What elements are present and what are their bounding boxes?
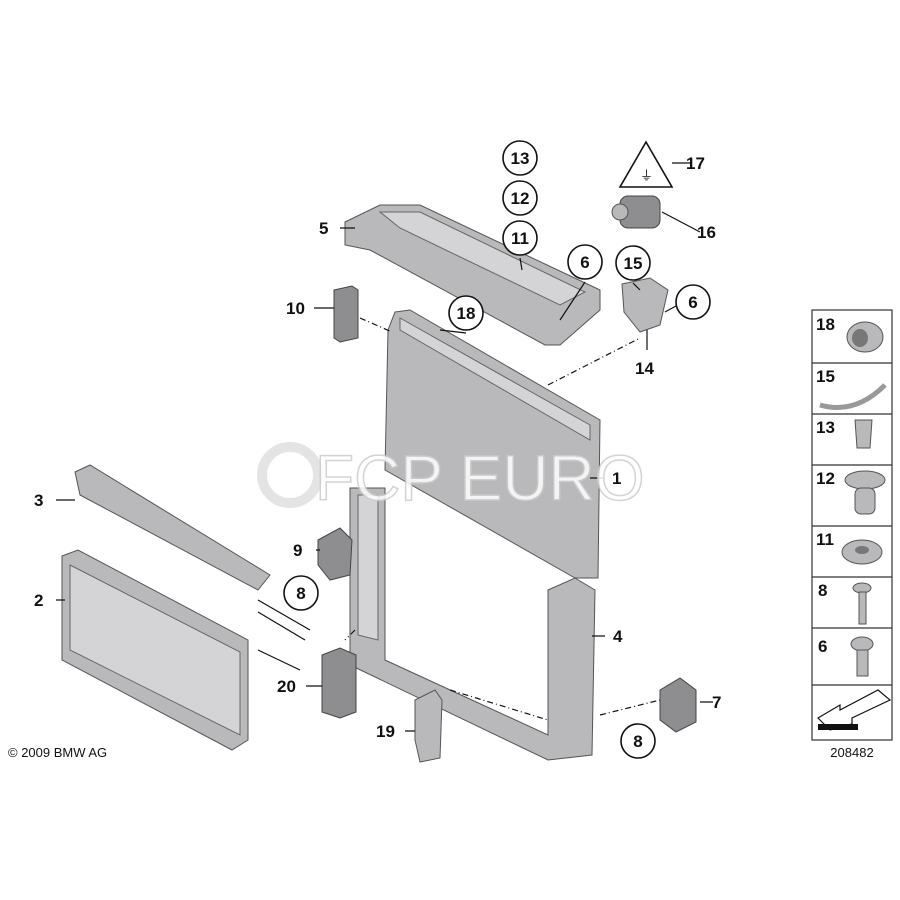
legend-label: 11 bbox=[816, 530, 834, 549]
callout-6-label: 6 bbox=[580, 253, 589, 272]
air-guide-part-9[interactable] bbox=[317, 527, 353, 581]
diagram-number: 208482 bbox=[830, 745, 873, 760]
cover-part-7[interactable] bbox=[659, 677, 697, 733]
condenser-part-2[interactable] bbox=[61, 549, 311, 751]
callout-19[interactable]: 19 bbox=[376, 722, 395, 741]
legend-label: 13 bbox=[816, 418, 835, 437]
circled-callout-12[interactable]: 12 bbox=[502, 180, 538, 216]
upper-carrier-part-5[interactable] bbox=[344, 204, 601, 346]
view-direction-arrow-icon bbox=[817, 689, 892, 731]
callout-8-label: 8 bbox=[296, 584, 305, 603]
bracket-part-10[interactable] bbox=[333, 285, 359, 343]
legend-item-12[interactable]: 12 bbox=[816, 469, 886, 515]
callout-9[interactable]: 9 bbox=[293, 541, 302, 560]
legend-label: 8 bbox=[818, 581, 827, 600]
circled-callout-6[interactable]: 6 bbox=[567, 244, 603, 280]
watermark-text: FCP EURO bbox=[315, 442, 645, 514]
callout-20[interactable]: 20 bbox=[277, 677, 296, 696]
callout-5[interactable]: 5 bbox=[319, 219, 328, 238]
callout-12-label: 12 bbox=[511, 189, 530, 208]
callout-2[interactable]: 2 bbox=[34, 591, 43, 610]
radiator-part-1[interactable] bbox=[384, 309, 601, 579]
bracket-part-20[interactable] bbox=[321, 647, 357, 719]
callout-3[interactable]: 3 bbox=[34, 491, 43, 510]
callout-16[interactable]: 16 bbox=[697, 223, 716, 242]
plug-icon: ⏚ bbox=[640, 168, 653, 183]
callout-1[interactable]: 1 bbox=[612, 469, 621, 488]
legend-item-6[interactable]: 6 bbox=[818, 636, 874, 677]
circled-callout-8-second[interactable]: 8 bbox=[620, 723, 656, 759]
legend-label: 12 bbox=[816, 469, 835, 488]
callout-17[interactable]: 17 bbox=[686, 154, 705, 173]
callout-13-label: 13 bbox=[511, 149, 530, 168]
callout-4[interactable]: 4 bbox=[613, 627, 623, 646]
callout-11-label: 11 bbox=[511, 229, 529, 248]
callout-10[interactable]: 10 bbox=[286, 299, 305, 318]
legend-label: 15 bbox=[816, 367, 835, 386]
condenser-part-3[interactable] bbox=[74, 464, 271, 591]
watermark-logo: FCP EURO bbox=[257, 441, 645, 515]
holder-part-14[interactable] bbox=[621, 277, 669, 333]
callout-6-label: 6 bbox=[688, 293, 697, 312]
legend-item-18[interactable]: 18 bbox=[816, 315, 884, 353]
legend-label: 6 bbox=[818, 637, 827, 656]
callout-15-label: 15 bbox=[624, 254, 643, 273]
circled-callout-15[interactable]: 15 bbox=[615, 245, 651, 281]
circled-callout-6-second[interactable]: 6 bbox=[675, 284, 711, 320]
callout-18-label: 18 bbox=[457, 304, 476, 323]
legend-label: 18 bbox=[816, 315, 835, 334]
circled-callout-13[interactable]: 13 bbox=[502, 140, 538, 176]
circled-callout-8[interactable]: 8 bbox=[283, 575, 319, 611]
circled-callout-11[interactable]: 11 bbox=[502, 220, 538, 256]
legend-item-11[interactable]: 11 bbox=[816, 530, 883, 565]
circled-callout-18[interactable]: 18 bbox=[448, 295, 484, 331]
legend-item-8[interactable]: 8 bbox=[818, 581, 872, 625]
legend-item-15[interactable]: 15 bbox=[816, 367, 887, 410]
legend-item-13[interactable]: 13 bbox=[816, 418, 873, 449]
callout-8-label: 8 bbox=[633, 732, 642, 751]
frame-part-4[interactable] bbox=[349, 487, 596, 761]
warning-triangle-17: ⏚ bbox=[618, 140, 674, 188]
callout-7[interactable]: 7 bbox=[712, 693, 721, 712]
callout-14[interactable]: 14 bbox=[635, 359, 654, 378]
fastener-legend: 18 15 13 12 11 8 6 208482 bbox=[811, 309, 893, 760]
bracket-part-19[interactable] bbox=[414, 689, 443, 763]
copyright-text: © 2009 BMW AG bbox=[8, 745, 107, 760]
water-pump-part-16[interactable] bbox=[611, 195, 661, 229]
